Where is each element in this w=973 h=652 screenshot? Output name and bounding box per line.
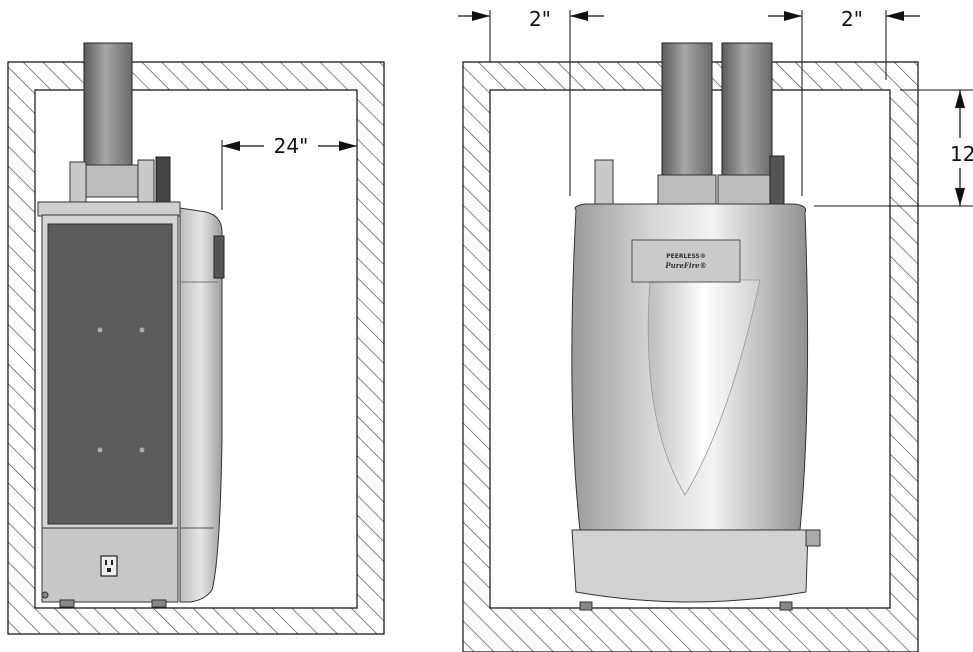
control-panel xyxy=(631,239,741,283)
dimension-left-top-clearance xyxy=(458,10,604,196)
water-pipe-front xyxy=(594,159,614,207)
left-enclosure xyxy=(7,61,385,635)
water-pipe-right xyxy=(137,159,155,203)
valve-left xyxy=(155,156,171,204)
boiler-front-view: PEERLESS® PureFire® xyxy=(571,203,821,611)
vent-pipe-left xyxy=(83,42,133,174)
dimension-right-top-clearance xyxy=(768,10,920,196)
top-clearance-label: 12' xyxy=(950,142,973,166)
side-clearance-label: 24" xyxy=(274,134,309,158)
front-swoosh xyxy=(647,279,761,496)
drain-fitting xyxy=(805,529,821,547)
electrical-outlet-icon xyxy=(100,555,118,577)
vent-collar-left xyxy=(77,164,139,198)
dimension-top-clearance xyxy=(814,89,973,207)
front-cover-profile xyxy=(179,207,223,603)
brand-line1: PEERLESS® xyxy=(666,253,706,260)
right-top-clearance-label: 2" xyxy=(841,7,863,31)
left-top-clearance-label: 2" xyxy=(529,7,551,31)
water-pipe-left xyxy=(69,161,87,203)
vent-pipe-exhaust xyxy=(721,42,773,184)
valve-front xyxy=(769,155,785,209)
dimension-side-clearance xyxy=(221,140,357,210)
side-panel xyxy=(47,223,173,525)
boiler-side-view xyxy=(37,201,225,608)
base-skirt xyxy=(571,529,809,603)
vent-pipe-intake xyxy=(661,42,713,184)
brand-line2: PureFire® xyxy=(664,261,706,270)
